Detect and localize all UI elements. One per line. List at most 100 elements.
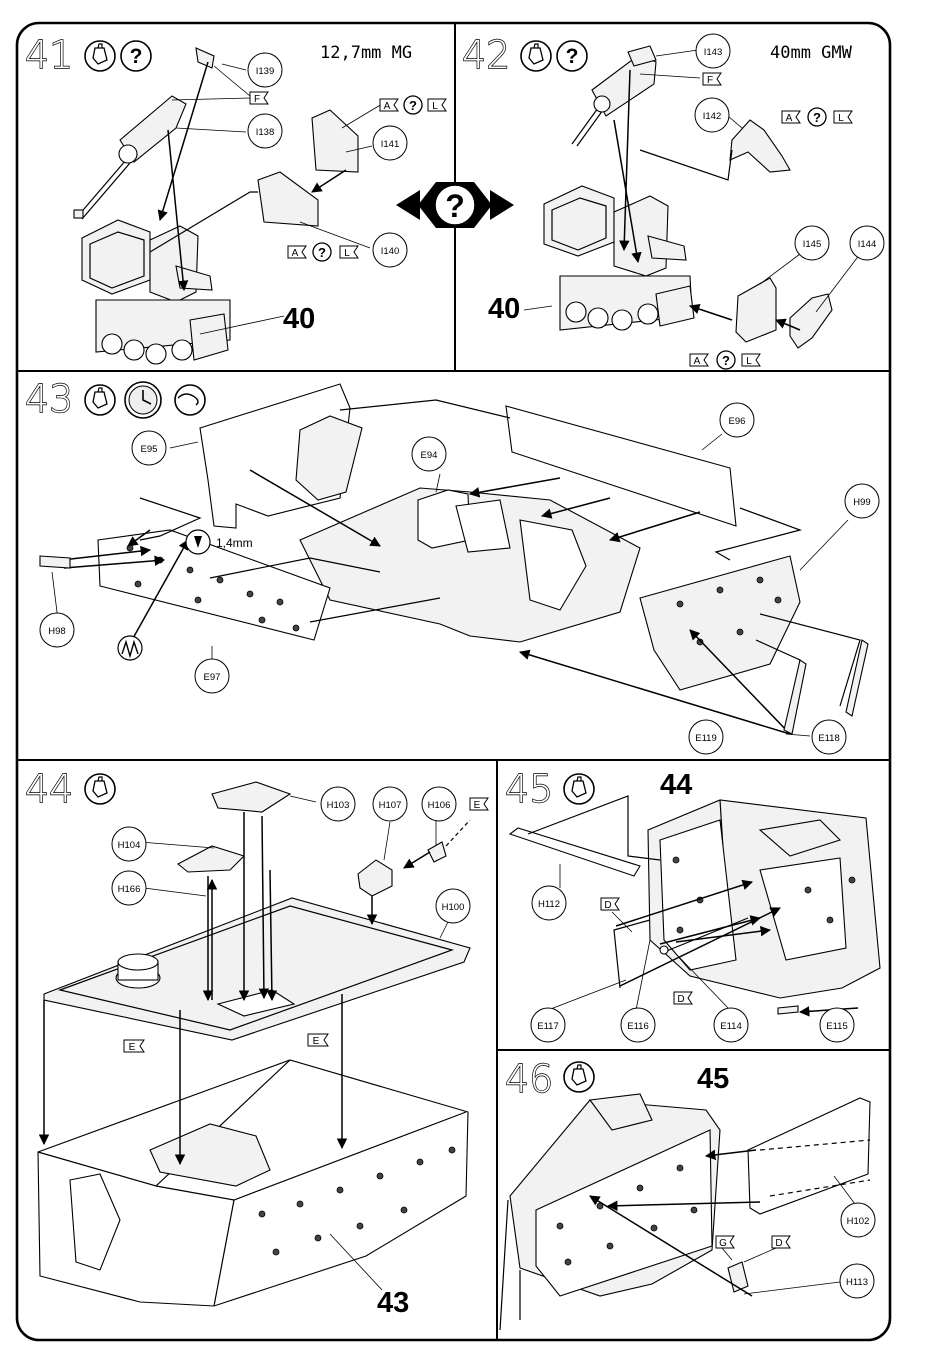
- part-callout: I141: [373, 126, 407, 160]
- svg-text:H113: H113: [846, 1277, 868, 1288]
- option-choice-icon: ?: [396, 182, 514, 228]
- svg-text:E94: E94: [421, 450, 438, 461]
- sprue-tag: A: [690, 354, 708, 367]
- step-title: 40mm GMW: [770, 43, 853, 63]
- clip-part-E115: [778, 1006, 798, 1014]
- bracket-I145: [736, 278, 776, 342]
- svg-text:I142: I142: [703, 111, 722, 122]
- part-callout: H166: [112, 871, 146, 905]
- floor-plate-H100-drawing: [44, 898, 470, 1040]
- svg-text:E118: E118: [818, 733, 839, 744]
- part-callout: H98: [40, 613, 74, 647]
- part-callout: I145: [795, 226, 829, 260]
- svg-text:D: D: [775, 1238, 782, 1249]
- clock-icon: [125, 382, 161, 418]
- svg-text:E114: E114: [720, 1021, 741, 1032]
- svg-text:I141: I141: [381, 139, 400, 150]
- svg-text:H99: H99: [853, 497, 870, 508]
- question-mark-icon: [808, 108, 826, 126]
- svg-text:A: A: [694, 356, 701, 367]
- part-callout: E94: [412, 437, 446, 471]
- part-callout: I139: [248, 53, 282, 87]
- cradle-part-I141: [312, 110, 358, 172]
- part-callout: H102: [841, 1203, 875, 1237]
- sprue-tag: D: [601, 898, 619, 911]
- hull-side-assembly-drawing: [500, 1094, 720, 1330]
- step-44-panel: 44: [25, 767, 488, 1319]
- part-callout: E114: [714, 1008, 748, 1042]
- svg-text:F: F: [707, 75, 713, 86]
- svg-text:A: A: [384, 101, 391, 112]
- step-number: 42: [462, 33, 510, 77]
- part-callout: E118: [812, 720, 846, 754]
- svg-text:H103: H103: [327, 800, 350, 811]
- svg-text:E116: E116: [627, 1021, 648, 1032]
- svg-text:I143: I143: [704, 47, 723, 58]
- svg-text:I144: I144: [858, 239, 877, 250]
- sprue-tag: E: [308, 1034, 328, 1047]
- svg-text:E: E: [474, 800, 481, 811]
- sprue-tag: D: [674, 992, 692, 1005]
- glue-tube-icon: [85, 774, 115, 804]
- svg-text:E95: E95: [141, 444, 158, 455]
- glue-tube-icon: [85, 385, 115, 415]
- svg-text:I139: I139: [256, 66, 275, 77]
- step-46-panel: 46 45 H102: [500, 1057, 875, 1330]
- glue-tube-icon: [521, 41, 551, 71]
- svg-text:L: L: [344, 248, 350, 259]
- side-panel-H102: [748, 1098, 870, 1214]
- step-41-panel: 41 12,7mm MG: [25, 33, 446, 364]
- box-part-H107: [358, 860, 392, 896]
- step-number: 46: [505, 1057, 553, 1101]
- hinge-part-H98: [40, 556, 70, 568]
- sprue-tag: L: [428, 99, 446, 112]
- sub-assembly-ref: 44: [660, 769, 692, 801]
- svg-text:L: L: [838, 113, 844, 124]
- spring-part: [118, 636, 142, 660]
- step-number: 45: [505, 767, 553, 811]
- svg-text:H104: H104: [118, 840, 141, 851]
- sprue-tag: A: [380, 99, 398, 112]
- step-45-panel: 45 44: [505, 767, 880, 1042]
- svg-text:H98: H98: [48, 626, 65, 637]
- question-mark-icon: [121, 41, 151, 71]
- step-number: 43: [25, 377, 73, 421]
- glue-tube-icon: [564, 1062, 594, 1092]
- part-callout: I138: [248, 114, 282, 148]
- part-callout: E95: [132, 431, 166, 465]
- svg-text:D: D: [604, 900, 611, 911]
- svg-text:G: G: [719, 1238, 727, 1249]
- launcher-mount-base-drawing: [544, 186, 694, 330]
- track-rail-E119: [784, 660, 806, 734]
- sprue-tag: L: [340, 246, 358, 259]
- part-callout: H106: [422, 787, 456, 821]
- sprue-tag: L: [834, 111, 852, 124]
- sub-assembly-ref: 45: [697, 1063, 729, 1095]
- step-title: 12,7mm MG: [320, 43, 412, 63]
- svg-text:A: A: [786, 113, 793, 124]
- part-callout: H113: [840, 1264, 874, 1298]
- part-callout: E116: [621, 1008, 655, 1042]
- part-callout: H99: [845, 484, 879, 518]
- svg-text:E: E: [313, 1036, 320, 1047]
- part-callout: E117: [531, 1008, 565, 1042]
- part-callout: H100: [436, 889, 470, 923]
- svg-text:E96: E96: [729, 416, 746, 427]
- sprue-tag: F: [703, 73, 721, 86]
- part-callout: E115: [820, 1008, 854, 1042]
- part-callout: H107: [373, 787, 407, 821]
- rod-part-H112: [510, 828, 640, 876]
- sprue-tag: G: [716, 1236, 734, 1249]
- step-43-panel: 43: [25, 377, 879, 754]
- drill-size-note: 1,4mm: [216, 536, 253, 550]
- sprue-tag: D: [772, 1236, 790, 1249]
- svg-text:?: ?: [445, 188, 465, 224]
- sub-assembly-ref: 43: [377, 1287, 409, 1319]
- svg-text:E117: E117: [537, 1021, 558, 1032]
- svg-text:H107: H107: [379, 800, 402, 811]
- svg-text:E115: E115: [826, 1021, 847, 1032]
- step-42-panel: 42 40mm GMW: [462, 33, 884, 369]
- sub-assembly-ref: 40: [283, 303, 315, 335]
- step-number: 44: [25, 767, 73, 811]
